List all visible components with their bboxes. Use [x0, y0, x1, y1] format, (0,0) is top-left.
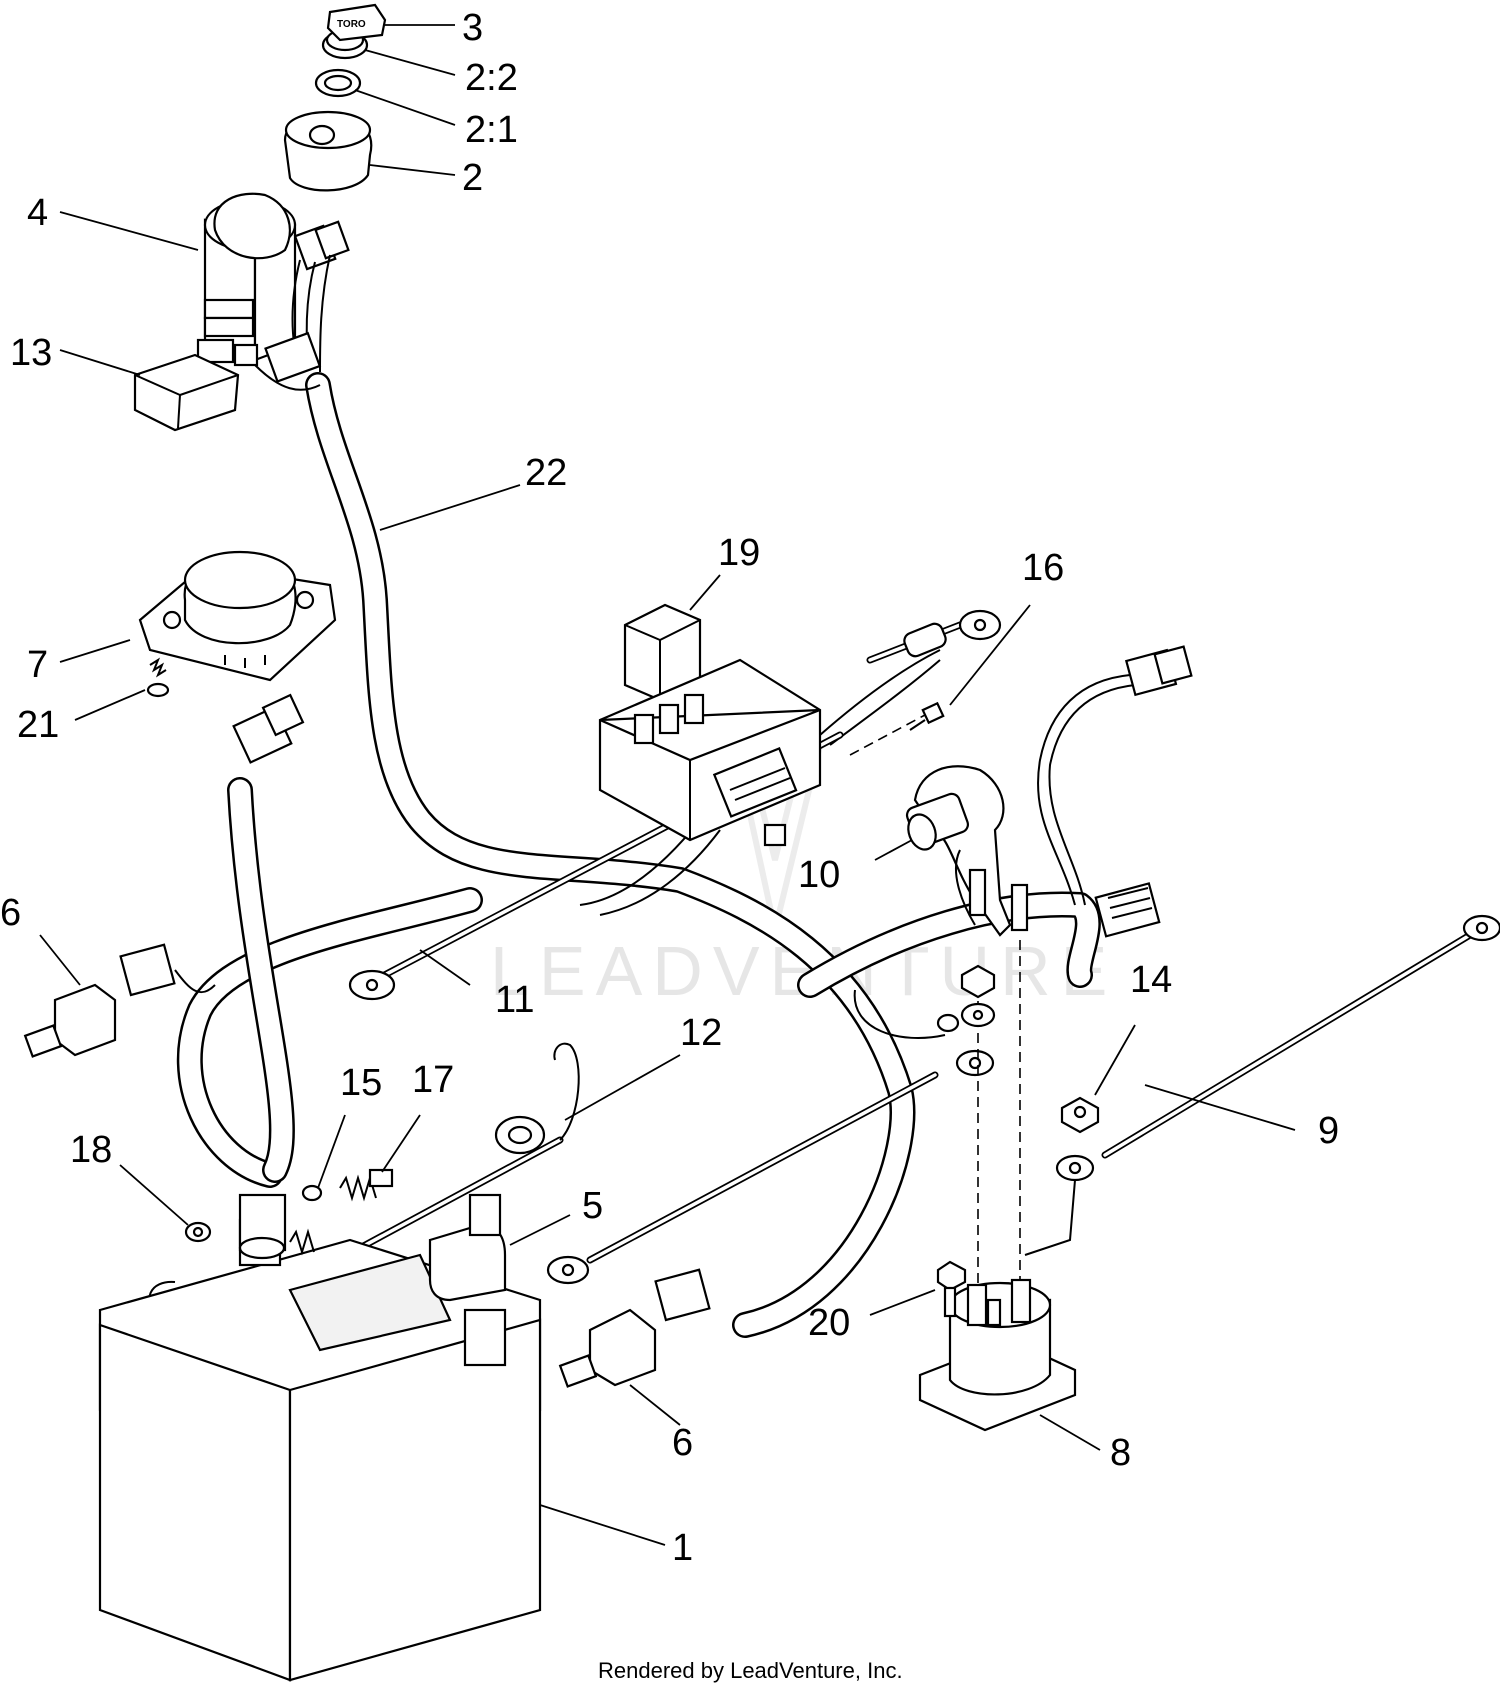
callout-3: 3 [462, 7, 483, 49]
battery-1 [98, 1218, 542, 1682]
callout-4: 4 [27, 192, 48, 234]
callout-6-right: 6 [672, 1422, 693, 1464]
nut-14 [1060, 1096, 1100, 1134]
ignition-key-3: TORO [326, 3, 387, 42]
terminal-boot-5 [428, 1193, 507, 1302]
harness-wire-relay-2 [599, 829, 721, 916]
harness-connector-right [1094, 645, 1193, 938]
callout-19: 19 [718, 532, 760, 574]
ignition-switch-connector [254, 220, 350, 391]
clamp-bracket [238, 1193, 287, 1260]
callout-17: 17 [412, 1059, 454, 1101]
key-brand-text: TORO [337, 19, 366, 30]
wiring-harness-22 [176, 372, 1101, 1338]
starter-solenoid-8 [918, 1278, 1077, 1432]
connector-cover-13 [133, 353, 240, 432]
callout-15: 15 [340, 1062, 382, 1104]
spring-17 [289, 1168, 394, 1256]
harness-connector-left [232, 693, 305, 764]
harness-wire-left-connector [174, 969, 216, 994]
fuse-block [598, 658, 822, 847]
bolt-20 [936, 1260, 967, 1318]
credit-text: Rendered by LeadVenture, Inc. [598, 1658, 903, 1683]
screw-21 [146, 657, 170, 698]
harness-wire-top [819, 649, 941, 736]
callout-20: 20 [808, 1302, 850, 1344]
callout-labels: 3 2:2 2:1 2 4 13 22 19 16 7 21 10 6 11 1… [0, 7, 1339, 1569]
nut-18 [184, 1221, 212, 1243]
callout-18: 18 [70, 1129, 112, 1171]
callout-12: 12 [680, 1012, 722, 1054]
callout-14: 14 [1130, 959, 1172, 1001]
screw-16 [909, 701, 945, 731]
ignition-cap-2 [283, 110, 373, 192]
harness-wire-connector-right [1037, 674, 1131, 906]
cable-9 [1055, 914, 1500, 1182]
callout-10: 10 [798, 854, 840, 896]
solenoid-lead [1024, 1179, 1076, 1256]
washer-15 [301, 1184, 323, 1202]
callout-21: 21 [17, 704, 59, 746]
callout-13: 13 [10, 332, 52, 374]
callout-8: 8 [1110, 1432, 1131, 1474]
callout-22: 22 [525, 452, 567, 494]
callout-2: 2 [462, 157, 483, 199]
ring-terminal-top [866, 609, 1002, 664]
align-line-screw-16 [849, 714, 926, 756]
hour-meter-7 [138, 550, 337, 682]
solenoid-nuts [936, 964, 996, 1033]
boot-10-wires [954, 849, 976, 926]
switch-plug-6-left [23, 943, 176, 1058]
callout-2-2: 2:2 [465, 57, 518, 99]
callout-16: 16 [1022, 547, 1064, 589]
callout-2-1: 2:1 [465, 109, 518, 151]
callout-5: 5 [582, 1185, 603, 1227]
leader-lines [39, 24, 1296, 1546]
callout-9: 9 [1318, 1110, 1339, 1152]
harness-wire-top-2 [829, 659, 941, 746]
washer-2-1 [314, 68, 362, 98]
harness-wire-solenoid [853, 989, 946, 1039]
callout-7: 7 [27, 644, 48, 686]
switch-plug-6-right [558, 1268, 711, 1388]
harness-wire-connector-right-2 [1048, 684, 1136, 906]
callout-6-left: 6 [0, 892, 21, 934]
ground-cable [546, 1049, 995, 1285]
terminal-boot-10 [905, 765, 1029, 937]
callout-11: 11 [495, 979, 534, 1021]
ignition-switch-4 [196, 192, 297, 367]
callout-1: 1 [672, 1527, 693, 1569]
